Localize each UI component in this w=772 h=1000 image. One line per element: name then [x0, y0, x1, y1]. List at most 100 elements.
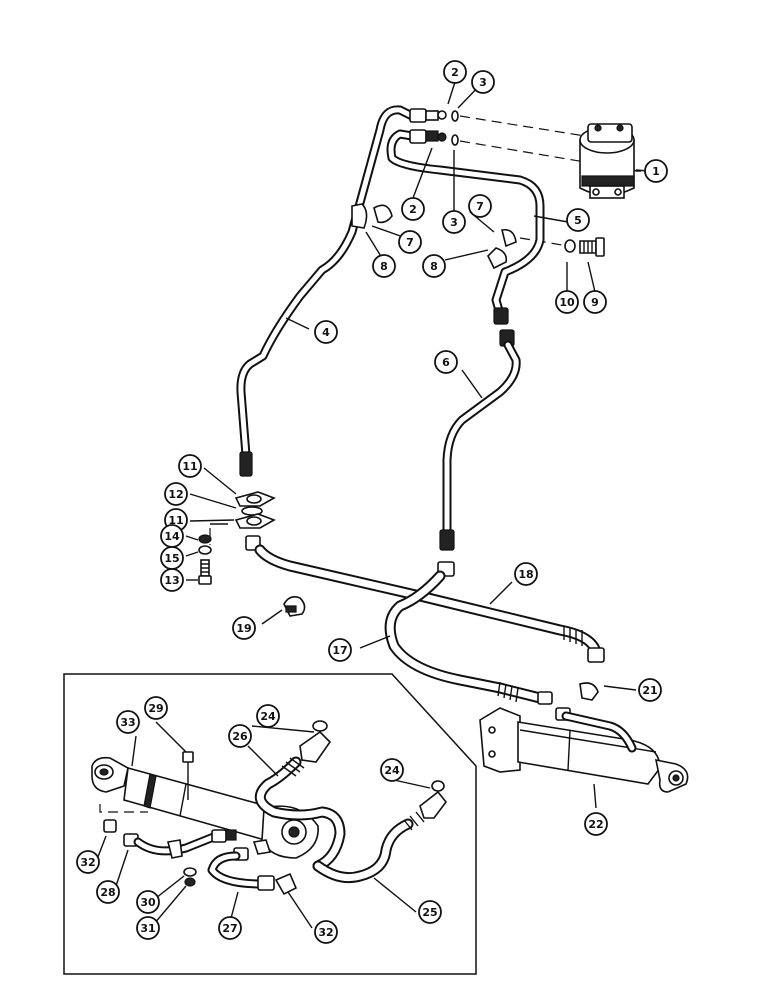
inset-pipe-28	[103, 819, 237, 859]
callout-29: 29	[144, 696, 168, 720]
callout-circle	[328, 638, 352, 662]
callout-label: 33	[120, 716, 135, 729]
flange-assembly	[198, 491, 276, 585]
callout-label: 9	[591, 296, 599, 309]
steering-unit	[579, 123, 635, 199]
inset-hose-26	[254, 720, 346, 872]
callout-circle	[314, 920, 338, 944]
callout-12: 12	[164, 482, 188, 506]
callout-2: 2	[401, 197, 425, 221]
callout-circle	[144, 696, 168, 720]
callout-circle	[644, 159, 668, 183]
callout-7: 7	[398, 230, 422, 254]
callout-33: 33	[116, 710, 140, 734]
callout-label: 7	[476, 200, 484, 213]
callout-8: 8	[372, 254, 396, 278]
callout-25: 25	[418, 900, 442, 924]
callout-9: 9	[583, 290, 607, 314]
callout-label: 18	[518, 568, 533, 581]
callout-circle	[442, 210, 466, 234]
callout-24: 24	[256, 704, 280, 728]
hose-17	[384, 561, 553, 705]
callout-circle	[638, 678, 662, 702]
inset-pipe-27	[207, 847, 298, 896]
callout-4: 4	[314, 320, 338, 344]
callout-18: 18	[514, 562, 538, 586]
callout-label: 2	[409, 203, 417, 216]
callout-14: 14	[160, 524, 184, 548]
callout-label: 21	[642, 684, 657, 697]
callout-label: 32	[80, 856, 95, 869]
callout-13: 13	[160, 568, 184, 592]
callout-label: 24	[384, 764, 400, 777]
callout-circle	[178, 454, 202, 478]
leader-lines	[95, 81, 649, 929]
callout-label: 3	[450, 216, 458, 229]
callout-label: 14	[164, 530, 180, 543]
inset-nuts	[183, 839, 272, 887]
hose-clip-19	[283, 596, 306, 617]
callout-circle	[256, 704, 280, 728]
callout-circle	[164, 482, 188, 506]
callout-circle	[583, 290, 607, 314]
callout-26: 26	[228, 724, 252, 748]
callout-label: 10	[559, 296, 575, 309]
callout-2: 2	[443, 60, 467, 84]
callout-label: 7	[406, 236, 414, 249]
callout-19: 19	[232, 616, 256, 640]
inset-hose-25	[312, 780, 448, 884]
callout-32: 32	[314, 920, 338, 944]
callout-label: 1	[652, 165, 660, 178]
callout-10: 10	[555, 290, 579, 314]
callout-circle	[555, 290, 579, 314]
callout-label: 27	[222, 922, 237, 935]
callout-label: 8	[380, 260, 388, 273]
pipe-clip-left	[351, 203, 393, 229]
callout-circle	[228, 724, 252, 748]
callout-circle	[422, 254, 446, 278]
callout-label: 25	[422, 906, 437, 919]
callout-1: 1	[644, 159, 668, 183]
pipe-clip-right	[487, 228, 517, 270]
callout-label: 3	[479, 76, 487, 89]
callout-label: 11	[168, 514, 183, 527]
callout-circle	[566, 208, 590, 232]
callout-17: 17	[328, 638, 352, 662]
callout-circle	[76, 850, 100, 874]
callout-21: 21	[638, 678, 662, 702]
steel-pipe-5	[386, 129, 545, 325]
callout-circle	[160, 568, 184, 592]
callout-label: 30	[140, 896, 156, 909]
callout-24: 24	[380, 758, 404, 782]
callout-circle	[372, 254, 396, 278]
callout-circle	[116, 710, 140, 734]
callout-28: 28	[96, 880, 120, 904]
detail-inset-frame	[63, 673, 477, 975]
callout-label: 24	[260, 710, 276, 723]
callout-circle	[218, 916, 242, 940]
callout-label: 5	[574, 214, 582, 227]
callout-circle	[468, 194, 492, 218]
callout-32: 32	[76, 850, 100, 874]
callout-label: 2	[451, 66, 459, 79]
callout-circle	[514, 562, 538, 586]
steel-pipe-6	[439, 329, 521, 551]
callout-8: 8	[422, 254, 446, 278]
callout-label: 26	[232, 730, 248, 743]
callout-3: 3	[442, 210, 466, 234]
callout-label: 29	[148, 702, 163, 715]
callout-3: 3	[471, 70, 495, 94]
callout-27: 27	[218, 916, 242, 940]
callout-circle	[471, 70, 495, 94]
callout-label: 17	[332, 644, 347, 657]
callout-22: 22	[584, 812, 608, 836]
callout-circle	[584, 812, 608, 836]
callout-circle	[96, 880, 120, 904]
callout-label: 13	[164, 574, 179, 587]
callout-circle	[314, 320, 338, 344]
callout-11: 11	[178, 454, 202, 478]
callout-label: 12	[168, 488, 183, 501]
